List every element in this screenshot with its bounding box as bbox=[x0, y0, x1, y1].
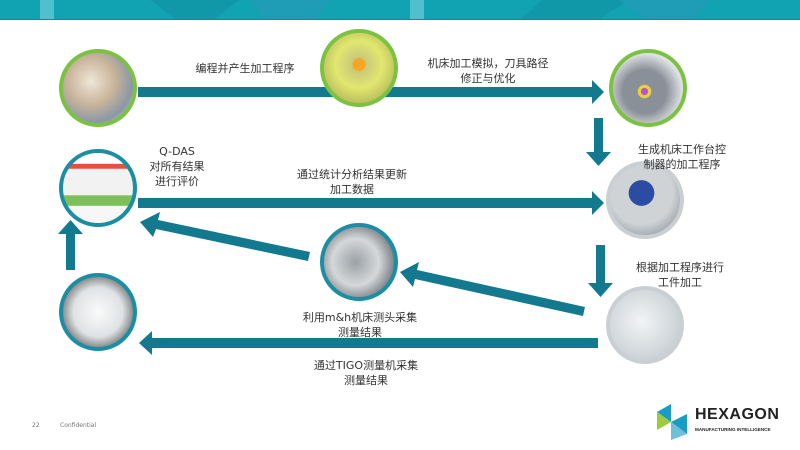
arrow-bottom bbox=[139, 331, 598, 355]
step-controller-line-2: 制器的加工程序 bbox=[643, 158, 721, 171]
arrow-down-2 bbox=[588, 245, 613, 297]
step-machining-label: 根据加工程序进行工件加工 bbox=[636, 260, 724, 290]
engine-block-image bbox=[320, 29, 398, 107]
logo-name: HEXAGON bbox=[695, 406, 780, 423]
page-number: 22 bbox=[32, 422, 40, 429]
logo-tagline: MANUFACTURING INTELLIGENCE bbox=[695, 427, 771, 432]
machine-tool-image bbox=[609, 49, 687, 127]
step-qdas-line-1: Q-DAS bbox=[159, 145, 195, 158]
step-simulate-line-1: 机床加工模拟，刀具路径 bbox=[427, 57, 549, 70]
step-update-label: 通过统计分析结果更新加工数据 bbox=[297, 167, 407, 197]
arrow-middle bbox=[138, 191, 604, 215]
step-probe-label: 利用m&h机床测头采集测量结果 bbox=[303, 310, 417, 340]
step-tigo-label: 通过TIGO测量机采集测量结果 bbox=[314, 358, 418, 388]
confidential-label: Confidential bbox=[60, 422, 97, 429]
probe-image bbox=[320, 223, 398, 301]
step-update-line-1: 通过统计分析结果更新 bbox=[297, 168, 407, 181]
step-controller-line-1: 生成机床工作台控 bbox=[638, 143, 726, 156]
arrow-diagonal-left bbox=[140, 212, 310, 261]
step-qdas-line-3: 进行评价 bbox=[155, 175, 199, 188]
arrow-down-1 bbox=[586, 118, 611, 166]
cnc-controller-image bbox=[606, 161, 684, 239]
step-probe-line-2: 测量结果 bbox=[337, 326, 382, 339]
hexagon-logo: HEXAGON MANUFACTURING INTELLIGENCE bbox=[655, 402, 790, 440]
header-banner bbox=[0, 0, 800, 20]
step-update-line-2: 加工数据 bbox=[330, 183, 374, 196]
step-qdas-label: Q-DAS 对所有结果进行评价 bbox=[150, 144, 205, 189]
step-qdas-line-2: 对所有结果 bbox=[149, 160, 205, 173]
step-machining-line-1: 根据加工程序进行 bbox=[636, 261, 724, 274]
step-simulate-line-2: 修正与优化 bbox=[460, 72, 516, 85]
programming-team-image bbox=[59, 49, 137, 127]
step-probe-line-1: 利用m&h机床测头采集 bbox=[302, 311, 418, 324]
arrow-up bbox=[58, 220, 83, 270]
hexagon-logo-mark-icon bbox=[657, 404, 687, 440]
step-simulate-label: 机床加工模拟，刀具路径修正与优化 bbox=[428, 56, 549, 86]
arrow-diagonal-right bbox=[400, 262, 585, 316]
step-tigo-line-1: 通过TIGO测量机采集 bbox=[313, 359, 419, 372]
step-program-label: 编程并产生加工程序 bbox=[195, 62, 295, 75]
step-tigo-line-2: 测量结果 bbox=[344, 374, 388, 387]
qdas-report-image bbox=[59, 149, 137, 227]
step-controller-label: 生成机床工作台控制器的加工程序 bbox=[638, 142, 726, 172]
workpiece-machining-image bbox=[606, 286, 684, 364]
cmm-machine-image bbox=[59, 273, 137, 351]
step-machining-line-2: 工件加工 bbox=[658, 276, 702, 289]
